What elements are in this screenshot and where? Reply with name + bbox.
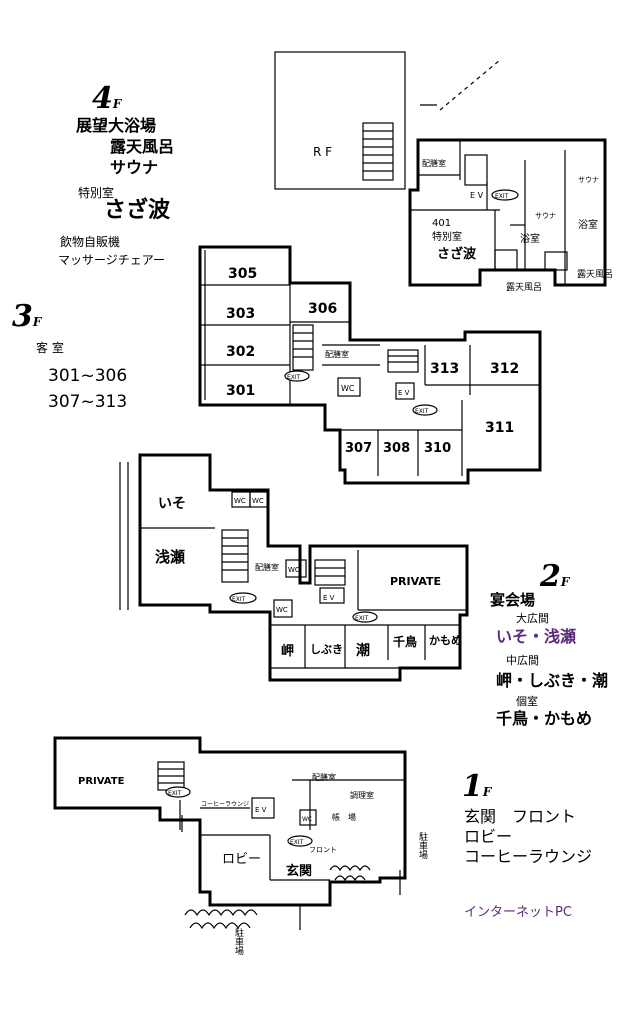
floor-4-plan: R F 配膳室 E V EXIT サウナ サウナ 浴室 浴室 露天風呂 露天風呂…	[274, 51, 613, 293]
chubo-1f: 帳 場	[332, 812, 356, 822]
room-303: 303	[226, 306, 255, 322]
f4-special-name: さざ波	[104, 198, 171, 223]
exit-3f-left: EXIT	[287, 374, 301, 381]
wc-2f-b: WC	[252, 497, 264, 505]
hall-ushio: 潮	[356, 642, 370, 659]
room-302: 302	[226, 344, 255, 360]
exit-1f-center: EXIT	[290, 839, 304, 846]
stair-3f-left	[292, 324, 314, 371]
f2-large-rooms: いそ・浅瀬	[496, 627, 577, 646]
genkan-plan: 玄関	[286, 863, 312, 879]
f4-amenity-2: マッサージチェアー	[58, 253, 166, 267]
exit-1f-left: EXIT	[168, 790, 182, 797]
exit-4f: EXIT	[495, 193, 509, 200]
floor-2-plan: いそ 浅瀬 WC WC 配膳室 WC EXIT E V EXIT PRIVATE…	[119, 453, 469, 682]
exit-2f-right: EXIT	[355, 615, 369, 622]
stair-4f	[362, 122, 394, 181]
rotenburo-right: 露天風呂	[577, 269, 613, 280]
f2-medium-label: 中広間	[506, 654, 539, 667]
f4-facility-3: サウナ	[110, 158, 159, 177]
sauna-left-4f: サウナ	[535, 212, 556, 220]
room-313: 313	[430, 361, 459, 377]
kitchen-1f: 調理室	[350, 790, 374, 800]
private-2f: PRIVATE	[390, 575, 441, 588]
f2-medium-rooms: 岬・しぶき・潮	[496, 671, 609, 690]
f4-facility-1: 展望大浴場	[76, 116, 157, 135]
hall-shibuki: しぶき	[310, 643, 343, 656]
stair-2f	[221, 529, 249, 583]
ev-4f: E V	[470, 191, 484, 200]
room-311: 311	[485, 420, 514, 436]
f2-large-label: 大広間	[516, 612, 549, 625]
room-308: 308	[383, 441, 410, 456]
f3-heading: 客 室	[36, 341, 64, 355]
floor-2-outline	[138, 453, 469, 682]
exit-3f-right: EXIT	[415, 408, 429, 415]
serving-room-4f: 配膳室	[422, 158, 446, 168]
room-310: 310	[424, 441, 451, 456]
room-chidori: 千鳥	[393, 634, 417, 649]
room-312: 312	[490, 361, 519, 377]
parking-right: 駐車場	[417, 831, 428, 860]
room-307: 307	[345, 441, 372, 456]
floor-1-number: 1F	[462, 769, 492, 804]
exit-2f-left: EXIT	[232, 596, 246, 603]
wc-2f-c: WC	[288, 566, 300, 574]
rotenburo-left: 露天風呂	[506, 282, 542, 293]
f2-private-label: 個室	[516, 695, 538, 708]
room-301: 301	[226, 383, 255, 399]
room-401-name: さざ波	[437, 246, 477, 262]
lobby-plan: ロビー	[222, 852, 261, 867]
floor-3-number: 3F	[12, 299, 42, 334]
floor-2-number: 2F	[540, 559, 570, 594]
sauna-right-4f: サウナ	[578, 176, 599, 184]
hall-asase: 浅瀬	[155, 548, 185, 566]
wc-3f: WC	[341, 384, 355, 393]
ev-1f: E V	[255, 806, 267, 814]
bath-room-left: 浴室	[520, 232, 540, 245]
front-1f: フロント	[309, 846, 337, 854]
floor-1-plan: PRIVATE EXIT コーヒーラウンジ E V 配膳室 調理室 帳 場 WC…	[53, 736, 428, 956]
f1-facility-1: 玄関 フロント	[464, 807, 577, 826]
private-1f: PRIVATE	[78, 776, 125, 787]
coffee-lounge-plan: コーヒーラウンジ	[201, 800, 249, 808]
hall-misaki: 岬	[281, 644, 294, 659]
room-401-number: 401	[432, 218, 451, 229]
f4-facility-2: 露天風呂	[110, 137, 175, 156]
serving-room-2f: 配膳室	[255, 562, 279, 572]
room-305: 305	[228, 266, 257, 282]
wc-1f: WC	[302, 816, 312, 823]
f3-range-1: 301~306	[48, 366, 128, 386]
f4-amenity-1: 飲物自販機	[60, 235, 121, 249]
floor-4-number: 4F	[92, 81, 122, 116]
floor-4-outline	[408, 138, 607, 287]
f1-internet: インターネットPC	[464, 905, 572, 920]
f3-range-2: 307~313	[48, 392, 128, 412]
room-kamome: かもめ	[429, 634, 462, 647]
serving-room-3f: 配膳室	[325, 349, 349, 359]
parking-bottom: 駐車場	[233, 927, 244, 956]
f1-facility-3: コーヒーラウンジ	[464, 847, 593, 866]
wc-2f-a: WC	[234, 497, 246, 505]
f2-private-rooms: 千鳥・かもめ	[496, 709, 593, 728]
f1-facility-2: ロビー	[464, 827, 513, 846]
room-306: 306	[308, 301, 337, 317]
f2-heading: 宴会場	[490, 591, 536, 609]
floor-3-outline	[198, 245, 542, 485]
wc-2f-d: WC	[276, 606, 288, 614]
floor-3-plan: 305 303 302 301 306 EXIT 配膳室 WC E V EXIT…	[198, 245, 542, 485]
bath-room-right: 浴室	[578, 218, 598, 231]
floor-1-outline	[53, 736, 407, 907]
room-401-type: 特別室	[432, 230, 462, 243]
f4-special-heading: 特別室	[78, 186, 115, 200]
serving-room-1f: 配膳室	[312, 772, 336, 782]
ev-2f: E V	[323, 594, 335, 602]
hall-iso: いそ	[158, 496, 186, 512]
roof-area	[274, 51, 406, 190]
ev-3f: E V	[398, 389, 410, 397]
roof-label: R F	[313, 145, 332, 159]
stair-3f-right	[387, 349, 419, 373]
